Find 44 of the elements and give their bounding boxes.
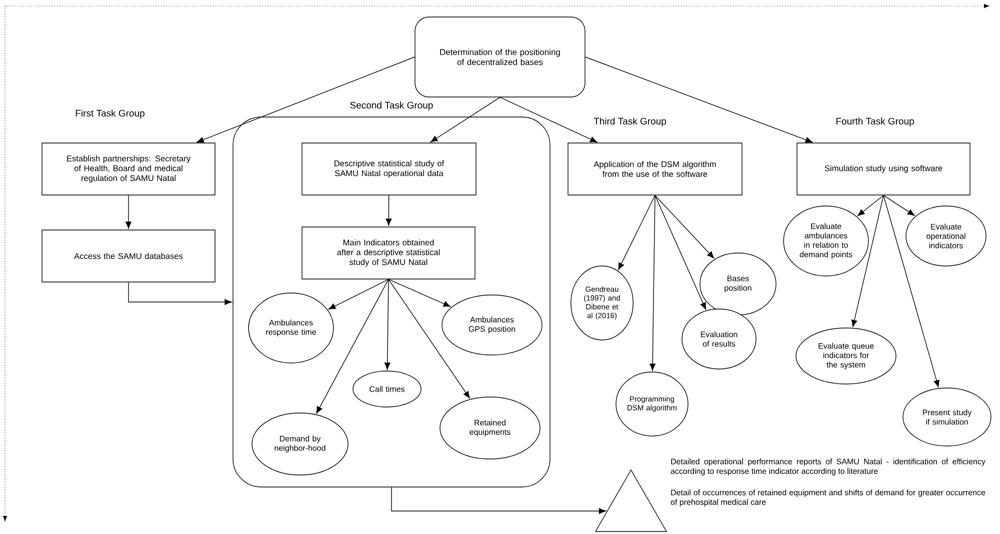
ellipse-node: Evaluate operational indicators <box>906 206 986 266</box>
ellipse-node: Call times <box>352 370 422 408</box>
group-heading: Fourth Task Group <box>836 118 914 126</box>
arrow <box>384 279 390 370</box>
ellipse-node: Ambulances GPS position <box>442 294 542 356</box>
arrow <box>388 279 450 307</box>
arrow <box>128 282 232 305</box>
ellipse-node: Demand by neighbor-hood <box>252 412 348 476</box>
arrow <box>883 195 940 388</box>
node-label: Second Task Group <box>350 102 433 110</box>
arrow <box>126 195 132 229</box>
group-heading: Third Task Group <box>594 118 666 126</box>
arrow <box>883 195 915 216</box>
ellipse-node: Evaluate queue indicators for the system <box>796 328 896 384</box>
rounded-box: Determination of the positioning of decentralized bases <box>414 16 586 98</box>
process-box: Access the SAMU databases <box>42 230 216 282</box>
ellipse-node: Evaluate ambulances in relation to demand points <box>783 206 869 276</box>
process-box: Simulation study using software <box>796 142 970 196</box>
arrow <box>654 195 714 258</box>
ellipse-node: Ambulances response time <box>248 292 334 364</box>
arrow <box>316 279 389 414</box>
ellipse-node: Evaluation of results <box>682 308 756 370</box>
arrow <box>585 56 812 143</box>
arrow <box>851 195 884 327</box>
note-text: Detailed operational performance reports of SAMU Natal - identification of efficiency according to response time indicator according to literature <box>670 458 986 476</box>
process-box: Establish partnerships: Secretary of Health, Board and medical regulation of SAMU Natal <box>42 142 216 196</box>
ellipse-node: Bases position <box>700 252 776 316</box>
arrow <box>618 195 656 270</box>
arrow <box>430 97 500 142</box>
group-heading: First Task Group <box>76 110 144 118</box>
arrow <box>386 195 392 226</box>
arrow <box>650 195 656 371</box>
arrow <box>858 195 884 216</box>
ellipse-node: Retained equipments <box>440 396 540 460</box>
process-box: Application of the DSM algorithm from the use of the software <box>568 142 742 196</box>
arrow <box>388 279 470 398</box>
process-box: Descriptive statistical study of SAMU Natal operational data <box>302 142 476 196</box>
process-box: Main Indicators obtained after a descriptive statistical study of SAMU Natal <box>302 226 476 280</box>
arrow <box>391 486 606 514</box>
arrow <box>500 97 598 142</box>
arrow <box>328 279 389 310</box>
arrow <box>196 56 416 143</box>
ellipse-node: Present study if simulation <box>902 388 992 446</box>
arrow <box>654 195 706 310</box>
